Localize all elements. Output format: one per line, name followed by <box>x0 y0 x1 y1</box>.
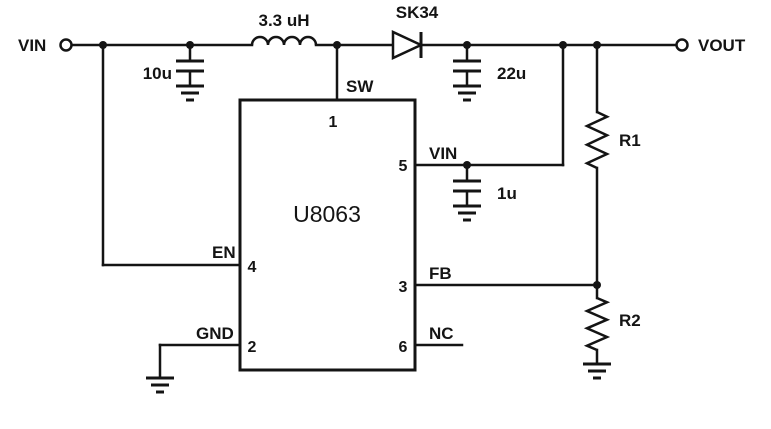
pin-fb-number: 3 <box>399 279 408 296</box>
gnd-wire <box>158 343 242 380</box>
gnd-pin-ground-symbol <box>146 376 174 394</box>
pin-vin-number: 5 <box>399 158 408 175</box>
output-cap-value-label: 22u <box>497 64 526 83</box>
bypass-cap-ground-symbol <box>453 204 481 222</box>
junction-dots <box>99 41 601 289</box>
r2-ground-symbol <box>583 362 611 380</box>
input-cap-symbol <box>176 43 204 88</box>
input-cap-ground-symbol <box>176 84 204 102</box>
ic-name-label: U8063 <box>293 201 361 227</box>
r2-symbol <box>583 283 611 366</box>
pin-vin-label: VIN <box>429 144 457 163</box>
output-cap-symbol <box>453 43 481 88</box>
inductor-symbol <box>250 35 318 46</box>
junction-dot <box>99 41 107 49</box>
vin-terminal <box>59 38 73 52</box>
input-cap-value-label: 10u <box>143 64 172 83</box>
bypass-cap-symbol <box>453 163 481 208</box>
r2-label: R2 <box>619 311 641 330</box>
pin-gnd-number: 2 <box>248 339 257 356</box>
pin-en-number: 4 <box>248 259 257 276</box>
vin-pin-wire <box>413 43 565 167</box>
vout-terminal <box>675 38 689 52</box>
pin-sw-label: SW <box>346 77 374 96</box>
junction-dot <box>593 41 601 49</box>
pin-fb-label: FB <box>429 264 452 283</box>
junction-dot <box>333 41 341 49</box>
pin-nc-number: 6 <box>399 339 408 356</box>
pin-sw-number: 1 <box>329 114 338 131</box>
pin-en-label: EN <box>212 243 236 262</box>
ic-body <box>238 98 417 372</box>
vin-terminal-label: VIN <box>18 36 46 55</box>
junction-dot <box>463 161 471 169</box>
r1-symbol <box>584 43 610 287</box>
pin-nc-label: NC <box>429 324 454 343</box>
output-cap-ground-symbol <box>453 84 481 102</box>
junction-dot <box>463 41 471 49</box>
junction-dot <box>186 41 194 49</box>
diode-value-label: SK34 <box>396 3 439 22</box>
vout-terminal-label: VOUT <box>698 36 746 55</box>
inductor-value-label: 3.3 uH <box>258 11 309 30</box>
pin-gnd-label: GND <box>196 324 234 343</box>
junction-dot <box>593 281 601 289</box>
diode-symbol <box>391 30 424 60</box>
en-wire <box>101 43 242 267</box>
junction-dot <box>559 41 567 49</box>
r1-label: R1 <box>619 131 641 150</box>
bypass-cap-value-label: 1u <box>497 184 517 203</box>
